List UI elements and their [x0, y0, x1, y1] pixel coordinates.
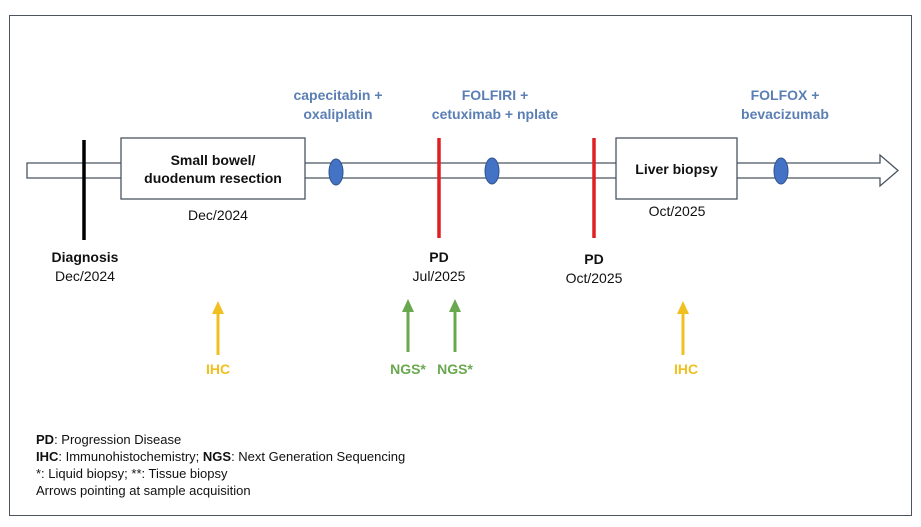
treatment-marker-3	[773, 157, 789, 185]
treatment-2-line1: FOLFIRI +	[461, 87, 529, 103]
ngs-arrow-2	[449, 299, 461, 352]
resection-date: Dec/2024	[188, 207, 248, 223]
liver-biopsy-date: Oct/2025	[648, 203, 706, 219]
pd2-date: Oct/2025	[565, 270, 623, 286]
treatment-label-1: capecitabin + oxaliplatin	[268, 86, 408, 124]
treatment-1-line2: oxaliplatin	[303, 106, 373, 122]
legend-arrows: Arrows pointing at sample acquisition	[36, 483, 251, 498]
treatment-label-3: FOLFOX + bevacizumab	[730, 86, 840, 124]
legend-ngs-text: : Next Generation Sequencing	[231, 449, 406, 464]
sample-label-ngs-1: NGS*	[390, 361, 426, 377]
legend-pd: PD: Progression Disease	[36, 431, 405, 448]
legend-ihc-text: : Immunohistochemistry;	[58, 449, 203, 464]
resection-line2: duodenum resection	[144, 169, 282, 186]
diagnosis-label: Diagnosis Dec/2024	[30, 248, 140, 286]
legend-ngs-abbr: NGS	[202, 449, 232, 464]
resection-box	[120, 137, 306, 200]
liver-biopsy-box	[615, 137, 738, 200]
resection-line1: Small bowel/	[170, 151, 256, 168]
treatment-2-line2: cetuximab + nplate	[431, 106, 559, 122]
sample-label-ngs-2: NGS*	[437, 361, 473, 377]
legend-ihc-abbr: IHC	[36, 449, 59, 464]
legend-pd-abbr: PD	[36, 432, 55, 447]
sample-label-ihc-1: IHC	[205, 361, 231, 377]
diagram-frame	[9, 15, 912, 516]
pd2-label: PD Oct/2025	[539, 250, 649, 288]
ihc-arrow-1	[212, 301, 224, 355]
treatment-marker-2	[484, 157, 500, 185]
legend-ihc-ngs: IHC: Immunohistochemistry; NGS: Next Gen…	[36, 448, 405, 465]
sample-label-ihc-2: IHC	[673, 361, 699, 377]
legend-biopsy: *: Liquid biopsy; **: Tissue biopsy	[36, 466, 228, 481]
treatment-3-line2: bevacizumab	[741, 106, 829, 122]
pd1-label: PD Jul/2025	[384, 248, 494, 286]
legend-pd-text: : Progression Disease	[54, 432, 182, 447]
treatment-label-2: FOLFIRI + cetuximab + nplate	[410, 86, 580, 124]
treatment-3-line1: FOLFOX +	[750, 87, 820, 103]
ngs-arrow-1	[402, 299, 414, 352]
liver-biopsy-label: Liver biopsy	[635, 160, 718, 177]
pd1-title: PD	[429, 249, 449, 265]
ihc-arrow-2	[677, 301, 689, 355]
diagnosis-date: Dec/2024	[55, 268, 115, 284]
resection-label: Small bowel/ duodenum resection	[121, 138, 305, 199]
pd2-title: PD	[584, 251, 604, 267]
legend: PD: Progression Disease IHC: Immunohisto…	[36, 431, 405, 499]
treatment-marker-1	[328, 158, 344, 186]
pd1-date: Jul/2025	[412, 268, 466, 284]
treatment-1-line1: capecitabin +	[293, 87, 383, 103]
diagnosis-title: Diagnosis	[51, 249, 119, 265]
